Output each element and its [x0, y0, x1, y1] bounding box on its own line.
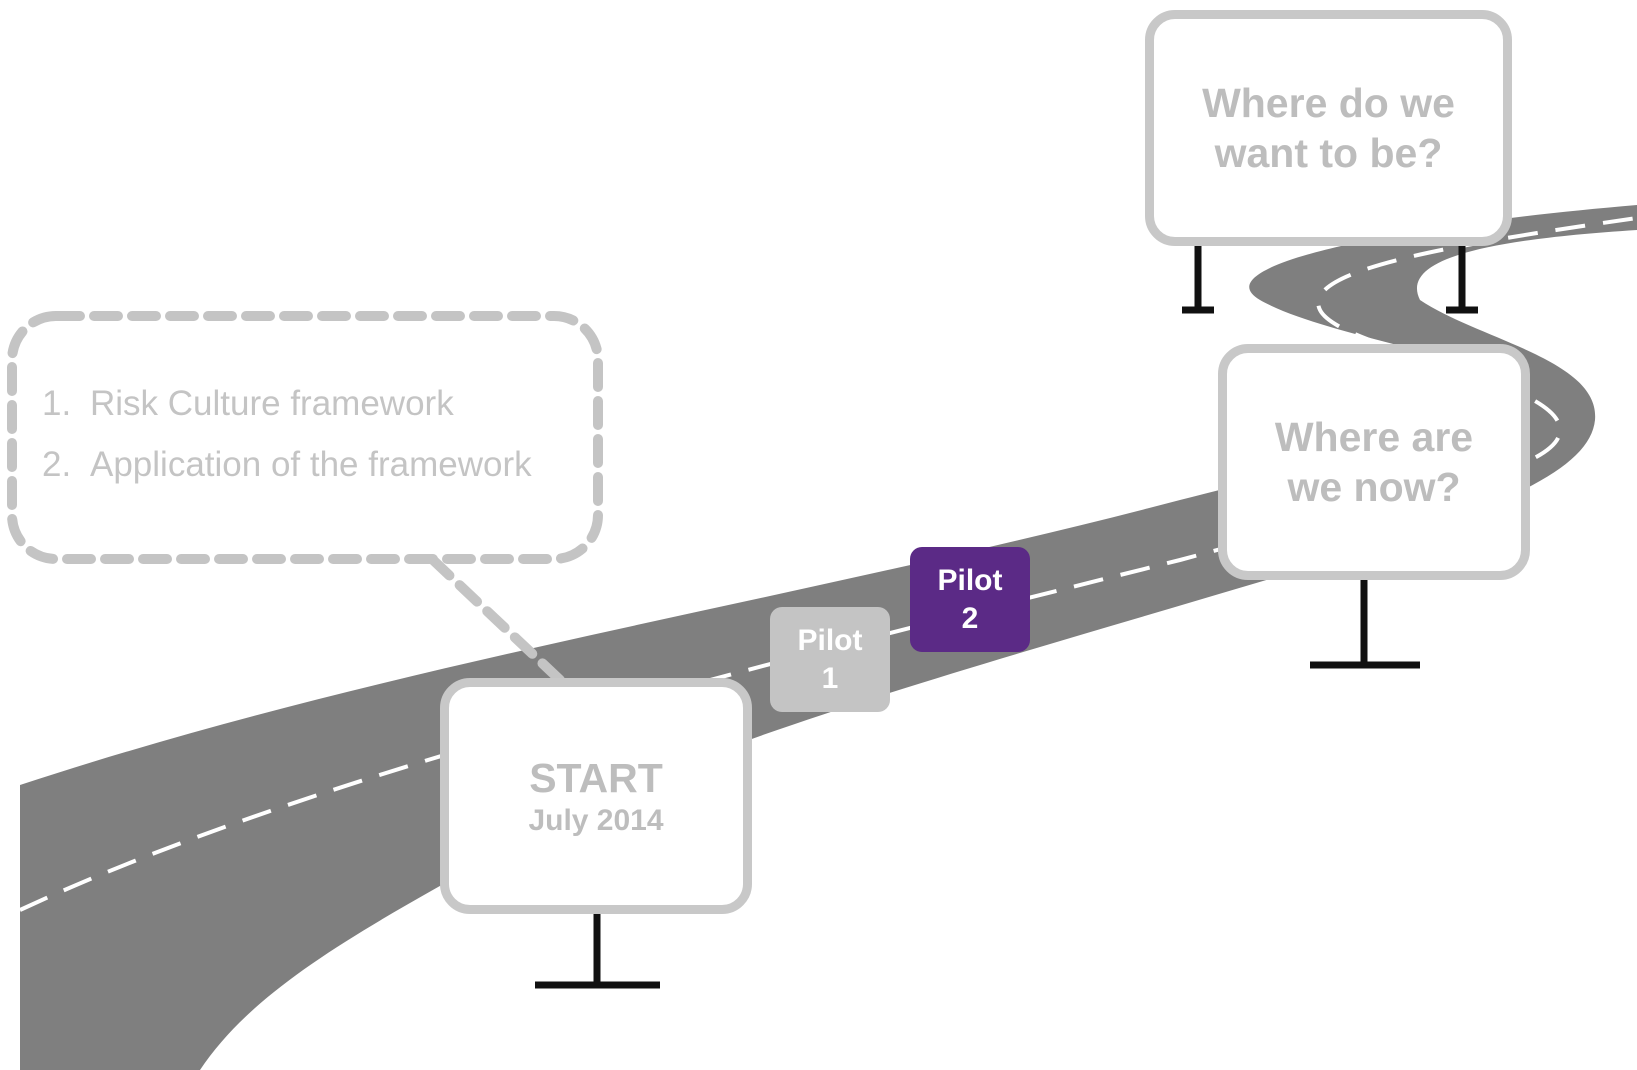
sign-posts — [535, 245, 1478, 989]
callout-item: 1. Risk Culture framework — [42, 384, 454, 424]
pilot-1-line1: Pilot — [797, 623, 863, 657]
sign-start: START July 2014 — [440, 678, 752, 914]
callout-item-text: Application of the framework — [90, 445, 532, 484]
sign-want-line1: Where do we — [1202, 80, 1455, 126]
sign-where-are-we-now: Where are we now? — [1218, 344, 1530, 580]
sign-now-line1: Where are — [1274, 414, 1474, 460]
callout-bubble — [7, 311, 603, 685]
callout-item: 2. Application of the framework — [42, 445, 532, 485]
sign-start-subtitle: July 2014 — [528, 804, 664, 837]
pilot-2-line2: 2 — [961, 601, 979, 635]
pilot-1-line2: 1 — [821, 661, 839, 695]
callout-item-text: Risk Culture framework — [90, 384, 454, 423]
sign-want-line2: want to be? — [1214, 130, 1443, 176]
sign-start-title: START — [529, 755, 663, 801]
pilot-1-badge: Pilot 1 — [770, 607, 890, 712]
callout-item-number: 2. — [42, 445, 72, 484]
callout-item-number: 1. — [42, 384, 72, 423]
sign-where-do-we-want-to-be: Where do we want to be? — [1145, 10, 1512, 246]
pilot-2-line1: Pilot — [937, 563, 1003, 597]
sign-now-line2: we now? — [1287, 464, 1461, 510]
pilot-2-badge: Pilot 2 — [910, 547, 1030, 652]
